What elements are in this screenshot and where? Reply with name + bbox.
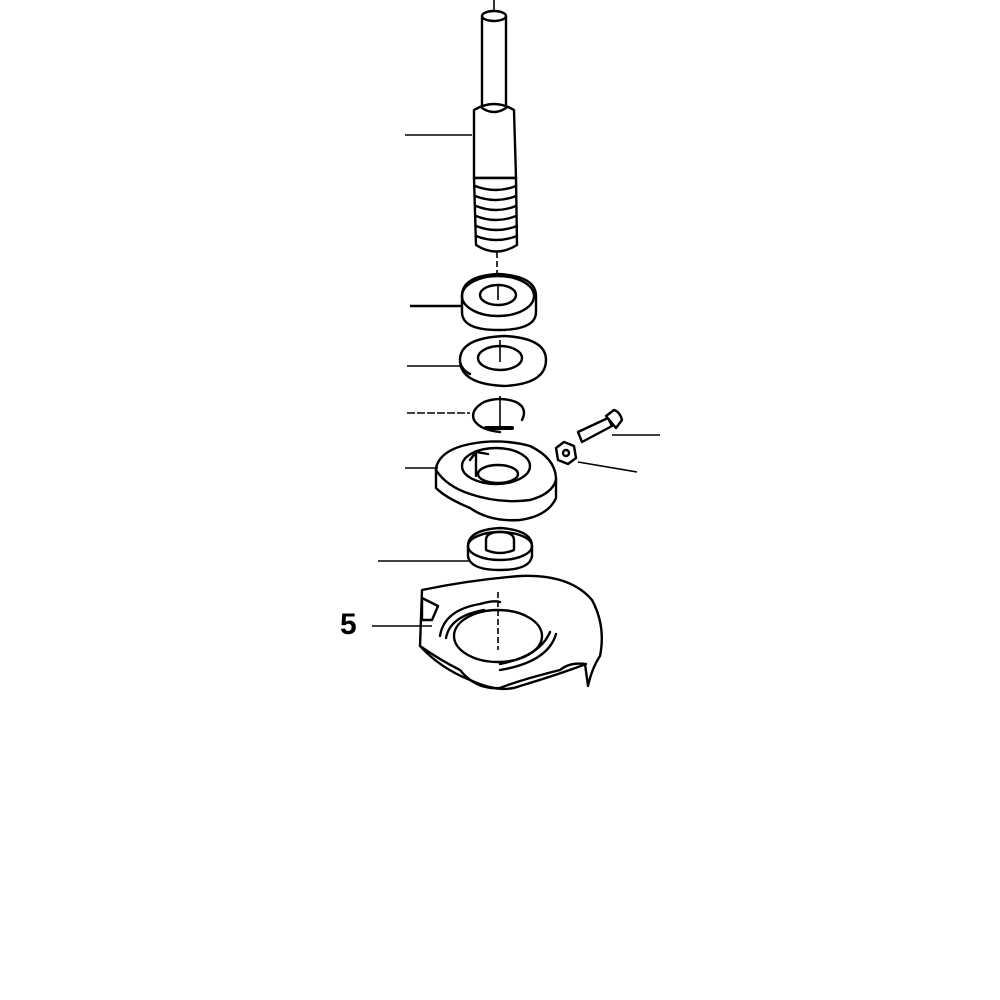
- blade-guard-plate-icon: [418, 574, 603, 691]
- housing-bracket-icon: [434, 440, 558, 522]
- nut-icon: [554, 440, 578, 466]
- callout-label-5: 5: [340, 608, 357, 641]
- bolt-icon: [576, 408, 624, 444]
- threaded-shaft-icon: [472, 9, 519, 253]
- bushing-icon: [466, 526, 534, 572]
- washer-icon: [458, 334, 548, 388]
- bearing-icon: [460, 272, 538, 332]
- snap-ring-icon: [471, 396, 526, 434]
- leader-nut: [577, 461, 638, 473]
